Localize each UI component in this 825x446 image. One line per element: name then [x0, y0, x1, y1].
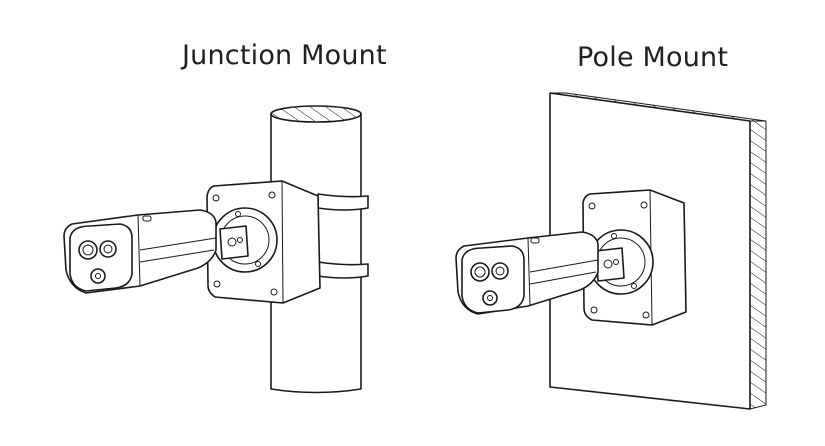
- pole-mount-figure: [455, 92, 767, 410]
- junction-box-icon: [582, 189, 687, 326]
- junction-mount-caption: Junction Mount: [182, 40, 387, 71]
- junction-mount-figure: [63, 105, 369, 394]
- clamp-band-icon: [317, 193, 369, 279]
- bullet-camera-icon: [63, 209, 217, 294]
- junction-box-icon: [206, 180, 321, 304]
- bullet-camera-icon: [455, 231, 599, 315]
- pole-mount-caption: Pole Mount: [577, 42, 729, 73]
